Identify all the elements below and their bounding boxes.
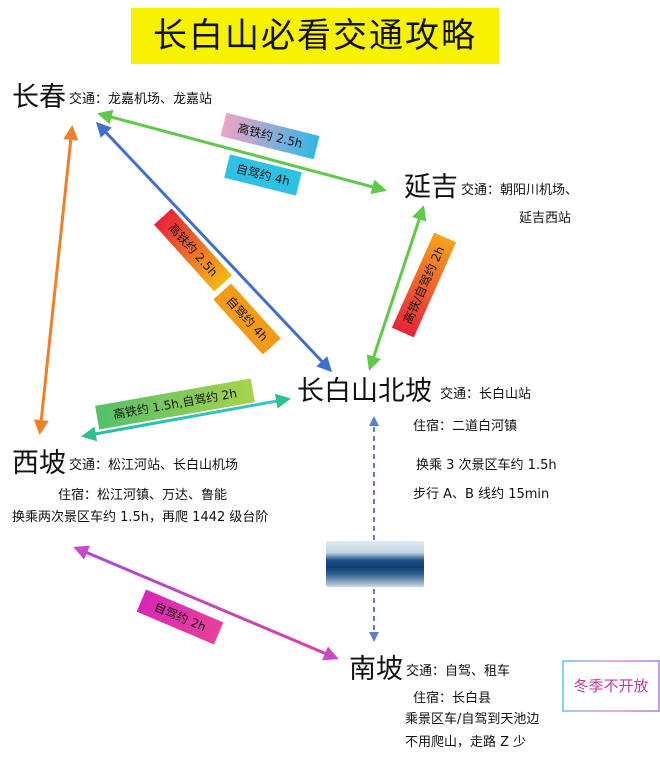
node-changchun-name: 长春 xyxy=(12,82,66,113)
node-nanpo-transport: 交通：自驾、租车 xyxy=(406,664,511,679)
node-nanpo-lodging: 住宿：长白县 xyxy=(413,691,492,706)
node-yanji-transport-2: 延吉西站 xyxy=(519,211,572,226)
arrow-xipo-nanpo xyxy=(73,545,339,661)
node-beipo-transfer: 换乘 3 次景区车约 1.5h xyxy=(416,458,557,473)
node-nanpo-name: 南坡 xyxy=(349,654,403,685)
arrow-xipo-beipo xyxy=(81,393,291,442)
node-beipo-lodging: 住宿：二道白河镇 xyxy=(413,419,518,434)
node-yanji-transport: 交通：朝阳川机场、 xyxy=(461,183,579,198)
node-xipo-name: 西坡 xyxy=(12,448,66,479)
winter-closed-badge: 冬季不开放 xyxy=(562,660,660,712)
node-beipo-transport: 交通：长白山站 xyxy=(440,387,532,402)
node-nanpo-access: 乘景区车/自驾到天池边 xyxy=(405,712,540,727)
node-changchun-transport: 交通：龙嘉机场、龙嘉站 xyxy=(69,92,213,107)
node-beipo-walk: 步行 A、B 线约 15min xyxy=(413,487,550,502)
arrow-yanji-beipo xyxy=(366,205,427,371)
node-xipo-lodging: 住宿：松江河镇、万达、鲁能 xyxy=(58,488,228,503)
node-nanpo-walk: 不用爬山，走路 Z 少 xyxy=(405,735,527,750)
page-title: 长白山必看交通攻略 xyxy=(131,8,499,64)
arrow-changchun-beipo xyxy=(95,121,333,373)
node-xipo-transport: 交通：松江河站、长白山机场 xyxy=(69,458,239,473)
node-xipo-transfer: 换乘两次景区车约 1.5h，再爬 1442 级台阶 xyxy=(12,510,269,525)
tianchi-lake-image xyxy=(326,541,424,587)
node-yanji-name: 延吉 xyxy=(404,172,458,203)
node-beipo-name: 长白山北坡 xyxy=(297,376,432,407)
arrow-changchun-xipo xyxy=(33,125,79,435)
